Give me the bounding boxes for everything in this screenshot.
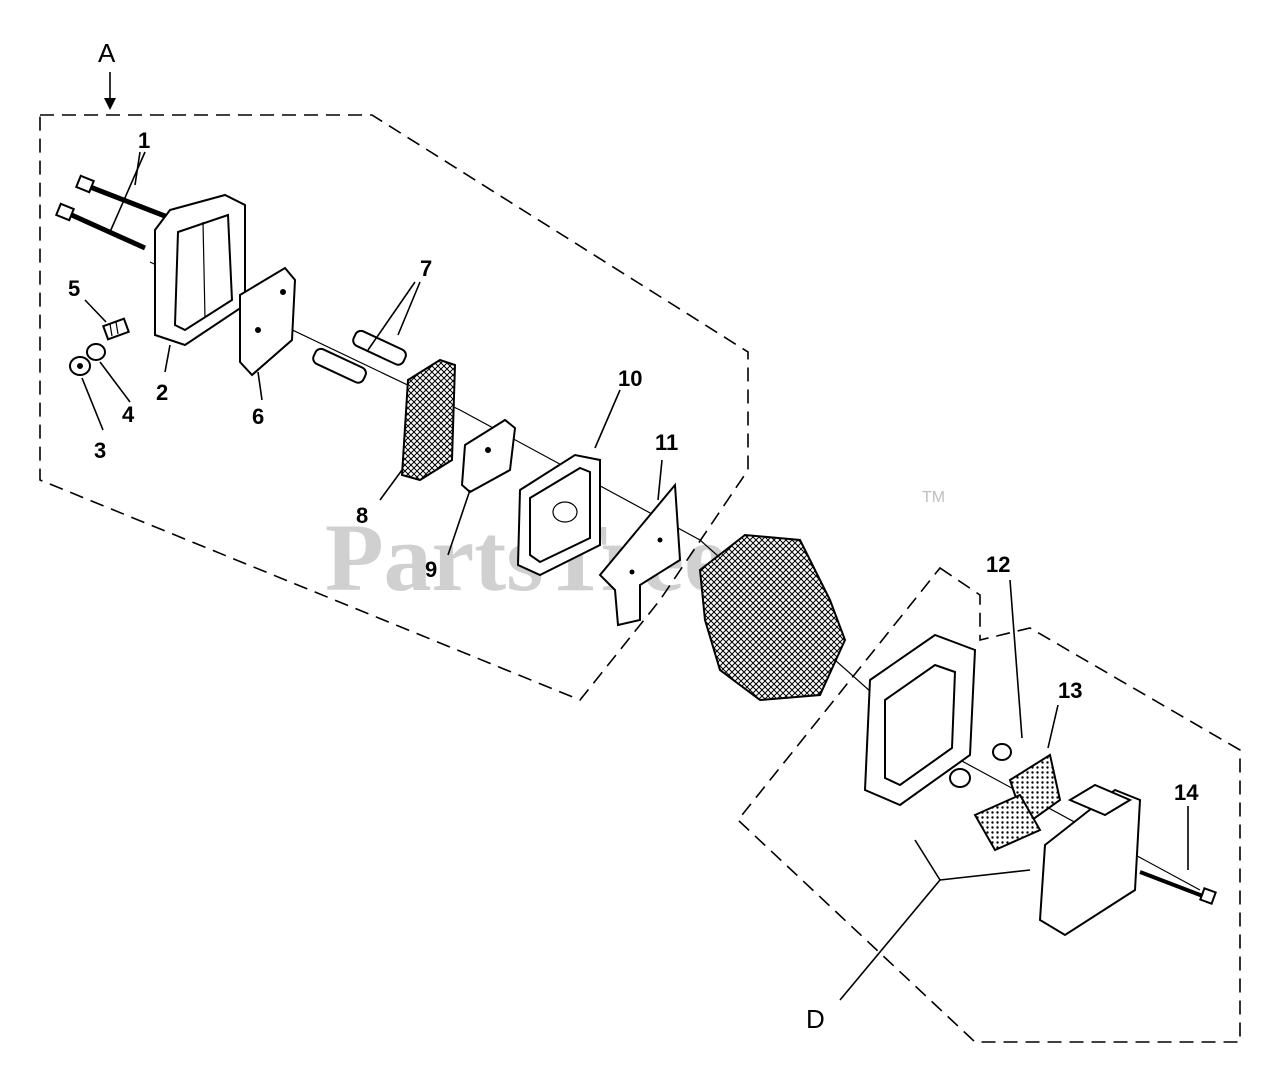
part-6-plate — [239, 266, 297, 377]
callout-3: 3 — [94, 438, 106, 463]
part-7-spacers — [312, 329, 407, 384]
part-9-bracket — [460, 418, 517, 494]
callout-12: 12 — [986, 552, 1010, 577]
part-2-cover — [154, 193, 246, 347]
group-a-boundary — [39, 114, 749, 701]
part-8-screen — [400, 358, 457, 482]
part-3-washer — [69, 356, 91, 376]
part-cover-d — [1038, 783, 1142, 937]
watermark-trademark: TM — [922, 489, 945, 506]
leader-lines — [81, 151, 1189, 1001]
group-a-label: A — [98, 38, 116, 68]
part-13-filters — [973, 753, 1062, 852]
callout-1: 1 — [138, 128, 150, 153]
part-housing-d — [863, 633, 977, 807]
callout-14: 14 — [1174, 780, 1199, 805]
part-11-gasket — [598, 482, 682, 627]
group-d-label: D — [806, 1004, 825, 1034]
callout-2: 2 — [156, 380, 168, 405]
callout-6: 6 — [252, 404, 264, 429]
part-12-nuts — [949, 743, 1012, 788]
part-14-bolt — [1139, 870, 1217, 905]
carburetor — [698, 533, 847, 702]
part-1-bolts — [54, 174, 171, 251]
callout-13: 13 — [1058, 678, 1082, 703]
callout-5: 5 — [68, 276, 80, 301]
callout-11: 11 — [655, 430, 678, 455]
group-a-arrowhead — [104, 98, 116, 110]
part-4-washer — [86, 343, 106, 361]
group-d-boundary — [736, 566, 1241, 1043]
callout-4: 4 — [122, 402, 135, 427]
callout-10: 10 — [618, 366, 642, 391]
callout-8: 8 — [356, 503, 368, 528]
part-10-base — [516, 453, 601, 577]
callout-9: 9 — [425, 557, 437, 582]
callout-7: 7 — [420, 256, 432, 281]
part-5-spring — [101, 317, 131, 341]
